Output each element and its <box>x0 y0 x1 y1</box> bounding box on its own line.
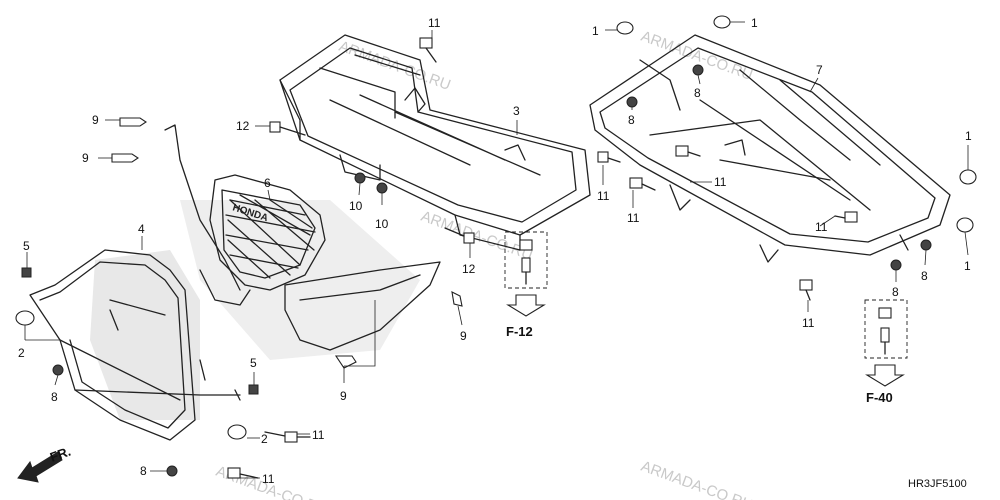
callout-4: 4 <box>138 222 145 236</box>
callout-12: 12 <box>236 119 250 133</box>
callout-1: 1 <box>751 16 758 30</box>
fasteners <box>15 15 977 479</box>
callout-11: 11 <box>428 16 441 30</box>
callout-2: 2 <box>18 346 25 360</box>
callout-8: 8 <box>921 269 928 283</box>
callout-8: 8 <box>628 113 635 127</box>
callout-8: 8 <box>892 285 899 299</box>
callout-3: 3 <box>513 104 520 118</box>
callout-11: 11 <box>262 472 275 486</box>
front-grille-cover: HONDA <box>164 124 441 360</box>
watermark-4: ARMADA-CO.RU <box>639 458 755 500</box>
callout-8: 8 <box>51 390 58 404</box>
watermark-2: ARMADA-CO.RU <box>419 208 535 264</box>
callout-11: 11 <box>627 211 640 225</box>
callout-5: 5 <box>23 239 30 253</box>
callout-6: 6 <box>264 176 271 190</box>
callout-9: 9 <box>460 329 467 343</box>
callout-11: 11 <box>714 175 727 189</box>
callout-11: 11 <box>802 316 815 330</box>
callout-11: 11 <box>815 220 828 234</box>
ref-label-f12: F-12 <box>506 324 533 339</box>
callout-7: 7 <box>816 63 823 77</box>
ref-label-f40: F-40 <box>866 390 893 405</box>
callout-9: 9 <box>92 113 99 127</box>
callout-1: 1 <box>592 24 599 38</box>
callout-1: 1 <box>965 129 972 143</box>
diagram-code: HR3JF5100 <box>908 478 967 490</box>
rear-carrier-rack <box>589 34 951 263</box>
callout-8: 8 <box>694 86 701 100</box>
callout-10: 10 <box>375 217 389 231</box>
ref-box-f40: F-40 <box>864 299 908 405</box>
callout-5: 5 <box>250 356 257 370</box>
ref-box-f12: F-12 <box>504 231 548 339</box>
callout-12: 12 <box>462 262 476 276</box>
watermark-1: ARMADA-CO.RU <box>337 38 453 94</box>
leader-lines <box>24 21 969 479</box>
callout-11: 11 <box>597 189 610 203</box>
callout-10: 10 <box>349 199 363 213</box>
callout-8: 8 <box>140 464 147 478</box>
callout-11: 11 <box>312 428 325 442</box>
bolt-11a-head <box>419 37 433 49</box>
front-bumper-guard <box>29 249 241 441</box>
front-label: FR. <box>48 444 73 465</box>
callout-9: 9 <box>340 389 347 403</box>
callout-9: 9 <box>82 151 89 165</box>
callout-labels: 11 1 1 7 8 8 9 9 12 3 1 11 6 10 10 11 11… <box>18 16 972 486</box>
front-direction-arrow: FR. <box>17 444 73 483</box>
callout-1: 1 <box>964 259 971 273</box>
callout-2: 2 <box>261 432 268 446</box>
